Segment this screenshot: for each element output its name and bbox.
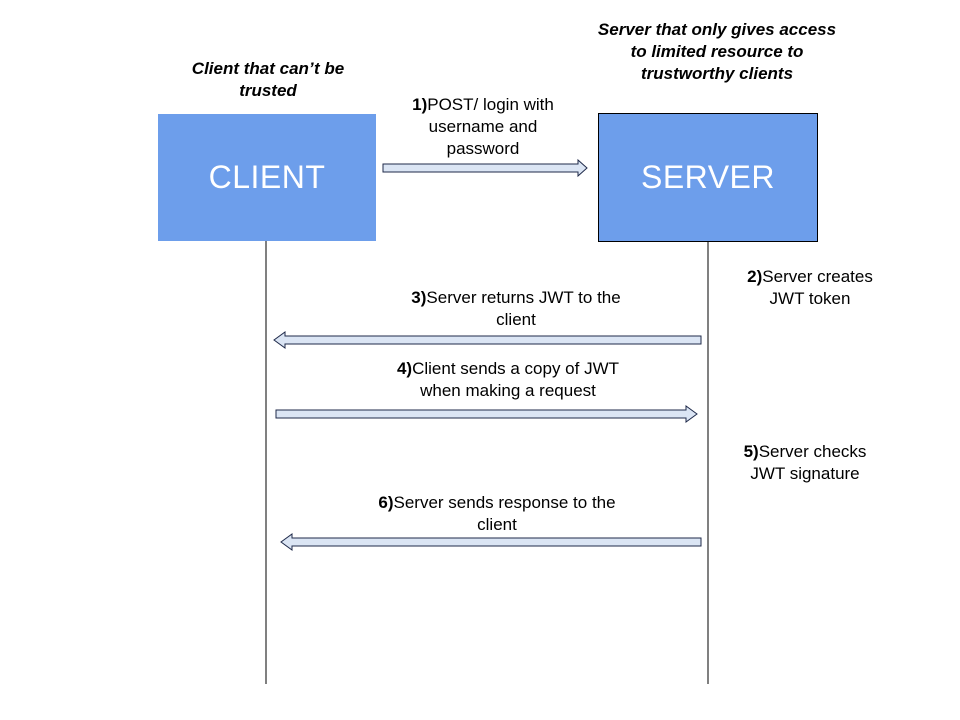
step-1-label: 1)POST/ login with username and password <box>412 95 554 158</box>
server-caption: Server that only gives access to limited… <box>597 20 837 83</box>
step-3-label: 3)Server returns JWT to the client <box>411 288 621 329</box>
arrow-step-4 <box>275 405 698 423</box>
client-label: CLIENT <box>208 159 326 195</box>
arrow-step-3 <box>273 331 702 349</box>
step-4-label: 4)Client sends a copy of JWT when making… <box>396 359 620 400</box>
client-caption: Client that can’t be trusted <box>191 59 345 100</box>
step-2-label: 2)Server creates JWT token <box>747 267 873 308</box>
client-box: CLIENT <box>158 114 376 241</box>
arrow-step-1 <box>382 158 588 178</box>
server-label: SERVER <box>640 159 775 195</box>
arrow-step-6 <box>280 533 702 551</box>
step-6-label: 6)Server sends response to the client <box>378 493 616 534</box>
step-5-label: 5)Server checks JWT signature <box>743 442 867 483</box>
server-box: SERVER <box>598 113 818 242</box>
